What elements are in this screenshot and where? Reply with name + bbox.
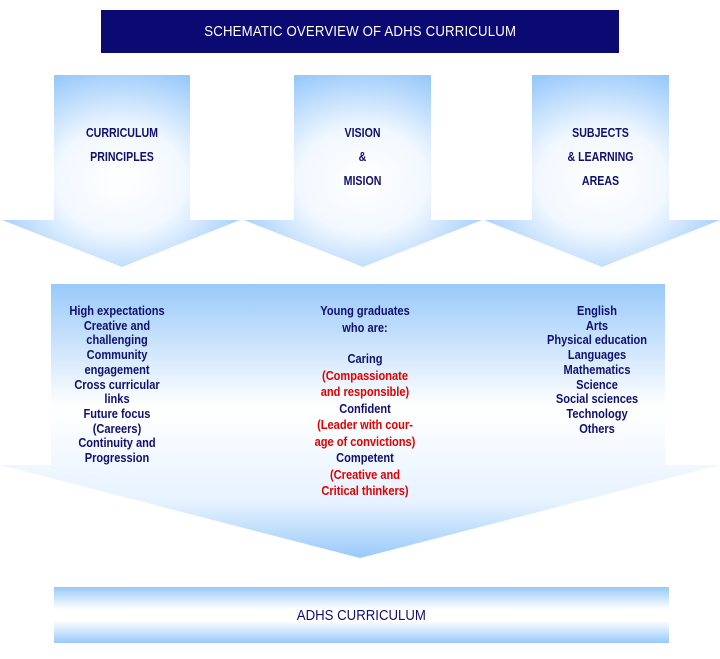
arrow-curriculum-principles bbox=[2, 75, 240, 267]
graduates-intro: who are: bbox=[342, 319, 388, 335]
list-item: Languages bbox=[567, 347, 627, 363]
list-item: Creative and bbox=[83, 317, 151, 333]
list-item: Technology bbox=[566, 405, 628, 421]
trait-detail: (Creative and bbox=[329, 466, 401, 482]
graduates-intro: Young graduates bbox=[320, 303, 410, 318]
list-item: Progression bbox=[84, 450, 150, 466]
list-item: Science bbox=[576, 376, 618, 392]
trait: Competent bbox=[336, 450, 394, 465]
list-item: links bbox=[104, 391, 130, 407]
trait: Caring bbox=[347, 351, 383, 366]
list-item: Community bbox=[86, 347, 148, 363]
list-item: engagement bbox=[84, 361, 150, 377]
trait-detail: Critical thinkers) bbox=[321, 483, 409, 498]
arrow-vision-mission bbox=[244, 75, 482, 267]
graduates-list: Young graduates who are: Caring (Compass… bbox=[280, 303, 450, 500]
list-item: (Careers) bbox=[92, 420, 142, 436]
list-item: Social sciences bbox=[555, 391, 639, 407]
list-item: Physical education bbox=[546, 332, 648, 348]
list-item: Mathematics bbox=[563, 361, 631, 377]
list-item: Cross curricular bbox=[74, 376, 160, 392]
diagram-title: SCHEMATIC OVERVIEW OF ADHS CURRICULUM bbox=[101, 10, 619, 53]
trait-detail: (Leader with cour- bbox=[317, 417, 413, 432]
list-item: Others bbox=[579, 420, 615, 436]
bottom-label: ADHS CURRICULUM bbox=[296, 606, 427, 624]
trait: Confident bbox=[339, 400, 391, 416]
big-arrow bbox=[0, 284, 720, 558]
list-item: Future focus bbox=[83, 405, 151, 421]
arrow-subjects bbox=[484, 75, 720, 267]
list-item: Continuity and bbox=[78, 435, 156, 451]
trait-detail: (Compassionate bbox=[322, 367, 408, 383]
list-item: English bbox=[577, 303, 617, 318]
trait-detail: and responsible) bbox=[320, 384, 410, 399]
list-item: challenging bbox=[86, 332, 148, 348]
vision-mission-label: VISION&MISION bbox=[343, 126, 382, 188]
list-item: High expectations bbox=[69, 303, 165, 318]
trait-detail: age of convictions) bbox=[314, 433, 416, 449]
bottom-bar bbox=[54, 587, 669, 643]
list-item: Arts bbox=[585, 317, 609, 333]
